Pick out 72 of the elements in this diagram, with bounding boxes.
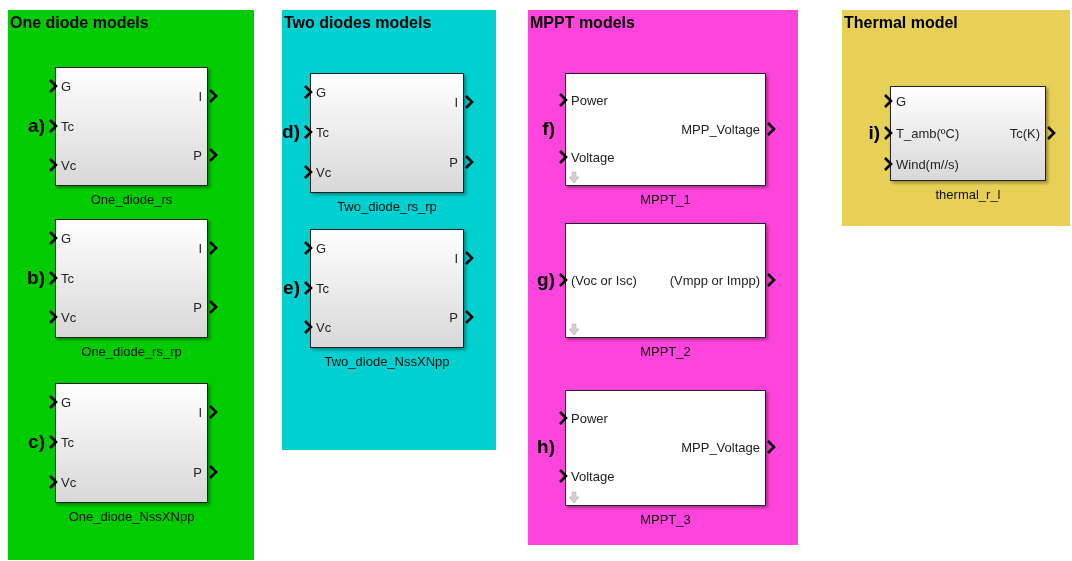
panel-heading: Thermal model: [844, 14, 958, 32]
group-panel: [528, 10, 798, 545]
block-name: Two_diode_NssXNpp: [323, 354, 451, 369]
port-label: Tc: [61, 270, 74, 286]
block-name: One_diode_rs: [89, 192, 174, 207]
port-label: G: [61, 78, 72, 94]
port-label: P: [449, 155, 458, 170]
block-name: One_diode_NssXNpp: [67, 509, 196, 524]
port-label: I: [198, 405, 202, 420]
group-panel: [842, 10, 1070, 226]
callout-letter: d): [282, 121, 300, 143]
callout-letter: c): [28, 431, 45, 453]
block: [565, 390, 766, 506]
port-label: G: [61, 230, 72, 246]
port-label: Voltage: [571, 469, 615, 484]
port-label: Tc: [61, 435, 74, 450]
callout-letter: h): [537, 436, 555, 458]
block: [55, 219, 208, 338]
port-label: I: [454, 95, 458, 110]
port-label: Vc: [316, 320, 332, 336]
block-name: One_diode_rs_rp: [80, 344, 183, 359]
port-label: P: [193, 300, 202, 316]
port-label: Tc: [61, 118, 74, 134]
port-label: Tc: [316, 280, 329, 296]
panel-heading: MPPT models: [530, 14, 635, 32]
block: [310, 73, 464, 193]
group-panel: [282, 10, 496, 450]
callout-letter: b): [27, 266, 45, 289]
port-label: Voltage: [571, 149, 615, 165]
port-label: Power: [571, 93, 608, 109]
port-label: MPP_Voltage: [681, 440, 760, 455]
callout-letter: e): [283, 276, 300, 299]
port-label: Tc(K): [1009, 125, 1040, 141]
panel-heading: Two diodes models: [284, 14, 432, 32]
port-label: Vc: [61, 475, 77, 490]
callout-letter: a): [28, 114, 45, 137]
port-label: MPP_Voltage: [681, 121, 760, 137]
port-label: P: [193, 148, 202, 164]
port-label: G: [316, 85, 327, 100]
port-label: I: [198, 88, 202, 104]
block-name: MPPT_2: [639, 344, 692, 359]
block: [890, 86, 1046, 181]
block: [310, 229, 464, 348]
block-name: thermal_r_l: [934, 187, 1002, 202]
block: [565, 73, 766, 186]
port-label: T_amb(ºC): [896, 125, 960, 141]
port-label: Wind(m//s): [896, 157, 959, 173]
block-name: MPPT_3: [639, 512, 692, 527]
block: [55, 67, 208, 186]
block-name: Two_diode_rs_rp: [336, 199, 438, 214]
block: [565, 223, 766, 338]
port-label: P: [193, 465, 202, 480]
port-label: Vc: [61, 158, 77, 174]
port-label: Vc: [316, 165, 332, 180]
port-label: G: [896, 93, 907, 109]
group-panel: [8, 10, 254, 560]
port-label: G: [316, 240, 327, 256]
block: [55, 383, 208, 503]
port-label: P: [449, 310, 458, 326]
port-label: G: [61, 395, 72, 410]
port-label: Tc: [316, 125, 329, 140]
callout-letter: g): [537, 268, 555, 291]
port-label: I: [198, 240, 202, 256]
port-label: I: [454, 250, 458, 266]
block-name: MPPT_1: [639, 192, 692, 207]
port-label: Vc: [61, 310, 77, 326]
panel-heading: One diode models: [10, 14, 149, 32]
callout-letter: i): [868, 121, 880, 144]
port-label: (Voc or Isc): [571, 272, 637, 288]
port-label: (Vmpp or Impp): [669, 272, 760, 288]
callout-letter: f): [542, 117, 555, 140]
port-label: Power: [571, 411, 608, 426]
